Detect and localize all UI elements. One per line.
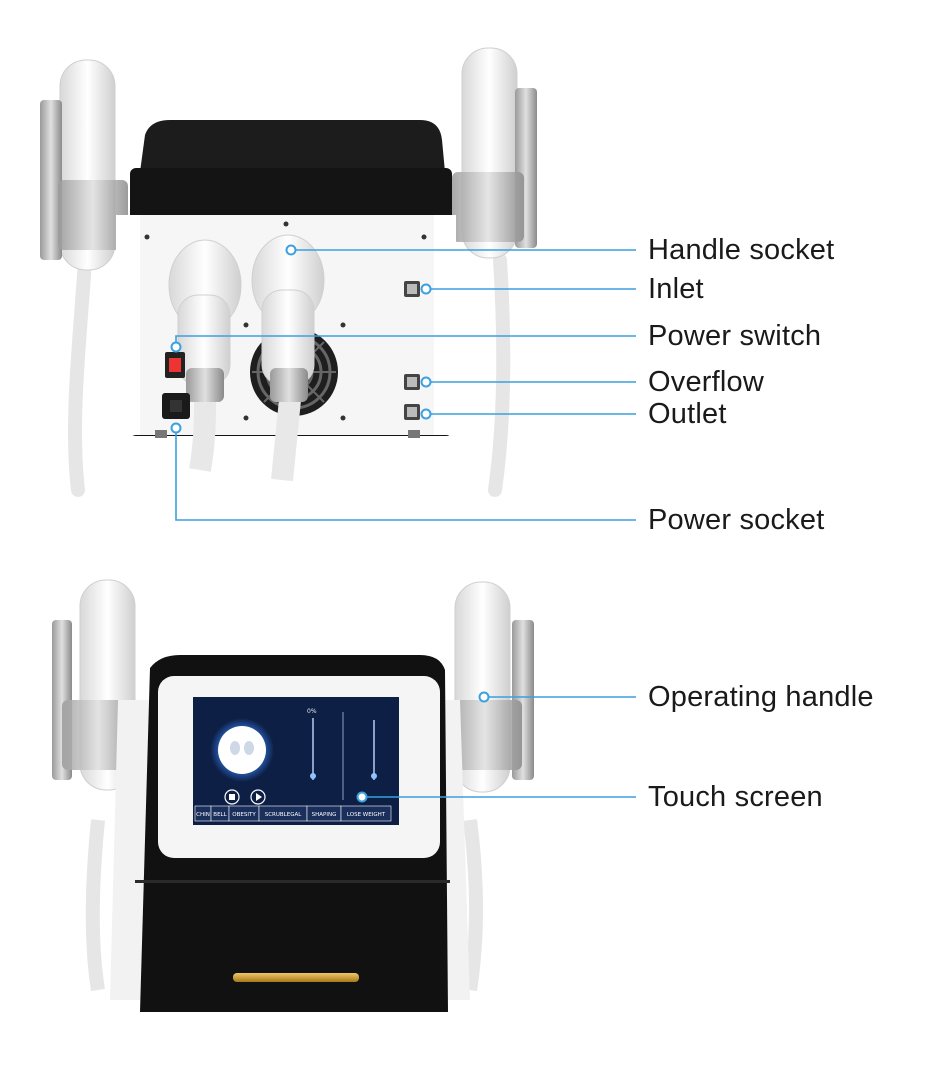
screen-tab-label: BELL <box>213 812 227 818</box>
screen-tab-label: SHAPING <box>312 812 337 818</box>
label-operating-handle: Operating handle <box>648 681 874 713</box>
rear-view-device <box>40 47 537 497</box>
right-handle-top <box>452 47 537 259</box>
leader-dots <box>170 244 490 803</box>
label-power-socket: Power socket <box>648 504 825 536</box>
label-touch-screen: Touch screen <box>648 781 823 813</box>
label-inlet: Inlet <box>648 273 704 305</box>
screen-tab-label: CHIN <box>196 812 210 818</box>
label-outlet: Outlet <box>648 398 727 430</box>
top-body-lid <box>140 120 445 172</box>
overflow-connector <box>404 374 420 390</box>
gold-light-strip <box>233 973 359 982</box>
screen-tab <box>340 805 392 822</box>
leader-power-socket <box>175 428 636 521</box>
left-handle-top <box>40 59 128 271</box>
screen-percent: 0% <box>307 708 317 715</box>
label-overflow: Overflow <box>648 366 765 398</box>
left-cable <box>68 253 92 497</box>
label-power-switch: Power switch <box>648 320 822 352</box>
outlet-connector <box>404 404 420 420</box>
right-cable <box>488 253 511 497</box>
screen-tab-label: LOSE WEIGHT <box>347 812 386 818</box>
left-handle-bottom <box>52 579 136 791</box>
screen-tab-label: OBESITY <box>232 812 256 818</box>
docked-handle-left <box>168 239 242 472</box>
inlet-connector <box>404 281 420 297</box>
operating-handle <box>448 581 534 793</box>
screen-tab-label: SCRUBLEGAL <box>265 812 303 818</box>
label-handle-socket: Handle socket <box>648 234 835 266</box>
docked-handle-right <box>251 234 325 482</box>
front-vent <box>135 880 450 883</box>
